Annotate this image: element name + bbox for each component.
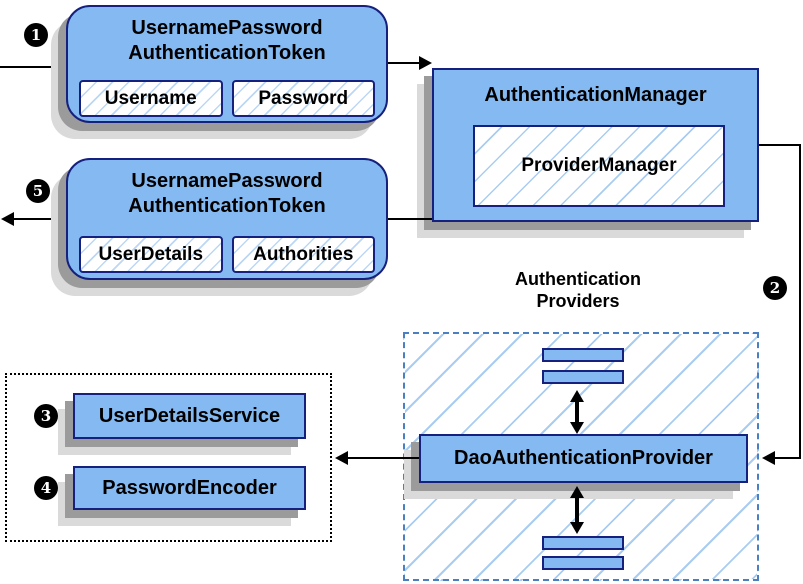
step-4-badge: 4 xyxy=(34,476,58,500)
provider-placeholder-bar xyxy=(542,556,624,570)
providers-heading-line2: Providers xyxy=(536,291,620,311)
token-fields: Username Password xyxy=(68,80,386,117)
dao-to-services-arrowhead-icon xyxy=(335,451,348,465)
outgoing-result-line xyxy=(13,218,66,220)
upper-double-arrow-down-icon xyxy=(570,422,584,434)
upper-double-arrow-shaft xyxy=(575,401,579,423)
provider-placeholder-bar xyxy=(542,536,624,550)
providers-heading-line1: Authentication xyxy=(515,269,641,289)
username-password-token-node: UsernamePassword AuthenticationToken Use… xyxy=(66,5,388,123)
step2-line-bottom xyxy=(774,457,801,459)
step2-line-vertical xyxy=(799,144,801,459)
provider-manager-box: ProviderManager xyxy=(473,125,725,207)
step-3-badge: 3 xyxy=(34,404,58,428)
lower-double-arrow-up-icon xyxy=(570,486,584,498)
providers-heading: Authentication Providers xyxy=(478,268,678,312)
authentication-manager-title: AuthenticationManager xyxy=(484,84,707,106)
manager-to-result-line xyxy=(388,218,432,220)
outgoing-result-arrowhead-icon xyxy=(1,212,14,226)
step-4-number: 4 xyxy=(40,479,52,497)
token-to-manager-arrowhead-icon xyxy=(419,56,432,70)
result-token-title-line2: AuthenticationToken xyxy=(128,195,326,217)
token-title-line2: AuthenticationToken xyxy=(128,42,326,64)
user-details-service-node: UserDetailsService xyxy=(73,393,306,439)
result-token-node: UsernamePassword AuthenticationToken Use… xyxy=(66,158,388,280)
step-5-badge: 5 xyxy=(26,179,50,203)
step-3-number: 3 xyxy=(40,407,52,425)
provider-placeholder-bar xyxy=(542,348,624,362)
dao-authentication-provider-node: DaoAuthenticationProvider xyxy=(419,434,748,483)
token-title: UsernamePassword AuthenticationToken xyxy=(68,16,386,66)
result-token-fields: UserDetails Authorities xyxy=(68,236,386,273)
authentication-manager-node: AuthenticationManager ProviderManager xyxy=(432,68,759,222)
lower-double-arrow-shaft xyxy=(575,497,579,523)
dao-to-services-line xyxy=(347,457,419,459)
step2-arrowhead-icon xyxy=(762,451,775,465)
incoming-request-line xyxy=(0,66,66,68)
step2-line-top xyxy=(759,144,801,146)
password-field-box: Password xyxy=(231,80,375,117)
token-title-line1: UsernamePassword xyxy=(131,17,323,39)
password-encoder-node: PasswordEncoder xyxy=(73,466,306,510)
userdetails-field-box: UserDetails xyxy=(79,236,223,273)
result-token-title-line1: UsernamePassword xyxy=(131,170,323,192)
token-to-manager-line xyxy=(388,62,420,64)
step-5-number: 5 xyxy=(32,182,44,200)
step-1-badge: 1 xyxy=(24,23,48,47)
username-field-box: Username xyxy=(79,80,223,117)
authorities-field-box: Authorities xyxy=(231,236,375,273)
step-2-number: 2 xyxy=(769,279,781,297)
step-1-number: 1 xyxy=(30,26,42,44)
lower-double-arrow-down-icon xyxy=(570,522,584,534)
result-token-title: UsernamePassword AuthenticationToken xyxy=(68,169,386,219)
upper-double-arrow-up-icon xyxy=(570,390,584,402)
step-2-badge: 2 xyxy=(763,276,787,300)
provider-placeholder-bar xyxy=(542,370,624,384)
